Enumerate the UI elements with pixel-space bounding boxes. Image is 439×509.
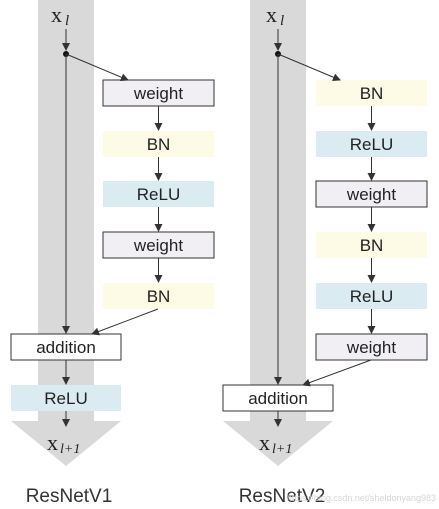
svg-text:BN: BN bbox=[147, 135, 171, 154]
v1-block-2: BN bbox=[103, 131, 214, 157]
v2-block-3: weight bbox=[315, 180, 428, 208]
svg-text:BN: BN bbox=[360, 84, 384, 103]
v1-output-sub: l+1 bbox=[60, 442, 80, 457]
v2-caption: ResNetV2 bbox=[239, 486, 326, 507]
svg-text:ReLU: ReLU bbox=[350, 287, 393, 306]
svg-text:addition: addition bbox=[36, 338, 96, 357]
v1-post-relu: ReLU bbox=[11, 385, 121, 411]
svg-text:BN: BN bbox=[147, 287, 171, 306]
v1-input-label: x bbox=[51, 2, 62, 27]
svg-text:BN: BN bbox=[360, 236, 384, 255]
svg-text:ReLU: ReLU bbox=[350, 135, 393, 154]
v1-output-label: x bbox=[47, 430, 58, 455]
v1-addition-node: addition bbox=[10, 333, 122, 361]
v2-block-2: ReLU bbox=[316, 131, 427, 157]
v2-input-sub: l bbox=[280, 13, 284, 29]
watermark: https://blog.csdn.net/sheldonyang983 bbox=[287, 493, 436, 503]
svg-text:weight: weight bbox=[346, 185, 396, 204]
v2-output-sub: l+1 bbox=[272, 442, 292, 457]
v1-input-sub: l bbox=[65, 13, 69, 29]
v1-caption: ResNetV1 bbox=[26, 486, 113, 507]
v2-addition-node: addition bbox=[222, 384, 334, 412]
v2-block-6: weight bbox=[315, 333, 428, 361]
svg-text:weight: weight bbox=[346, 338, 396, 357]
v2-block-5: ReLU bbox=[316, 283, 427, 309]
resnet-v2: x l BN ReLU weight BN ReLU weight addi bbox=[222, 0, 428, 507]
svg-text:addition: addition bbox=[248, 389, 308, 408]
svg-text:weight: weight bbox=[133, 84, 183, 103]
svg-text:ReLU: ReLU bbox=[44, 389, 87, 408]
v2-input-label: x bbox=[266, 2, 277, 27]
v2-connectors bbox=[274, 29, 376, 427]
resnet-v1: x l weight BN ReLU weight BN addition bbox=[10, 0, 215, 507]
svg-text:ReLU: ReLU bbox=[137, 185, 180, 204]
v1-connectors bbox=[62, 29, 163, 427]
v2-output-label: x bbox=[259, 430, 270, 455]
svg-text:weight: weight bbox=[133, 236, 183, 255]
v1-block-3: ReLU bbox=[103, 181, 214, 207]
v2-block-4: BN bbox=[316, 232, 427, 258]
v1-block-1: weight bbox=[102, 79, 215, 107]
v1-block-5: BN bbox=[103, 283, 214, 309]
v1-block-4: weight bbox=[102, 231, 215, 259]
v2-block-1: BN bbox=[316, 80, 427, 106]
